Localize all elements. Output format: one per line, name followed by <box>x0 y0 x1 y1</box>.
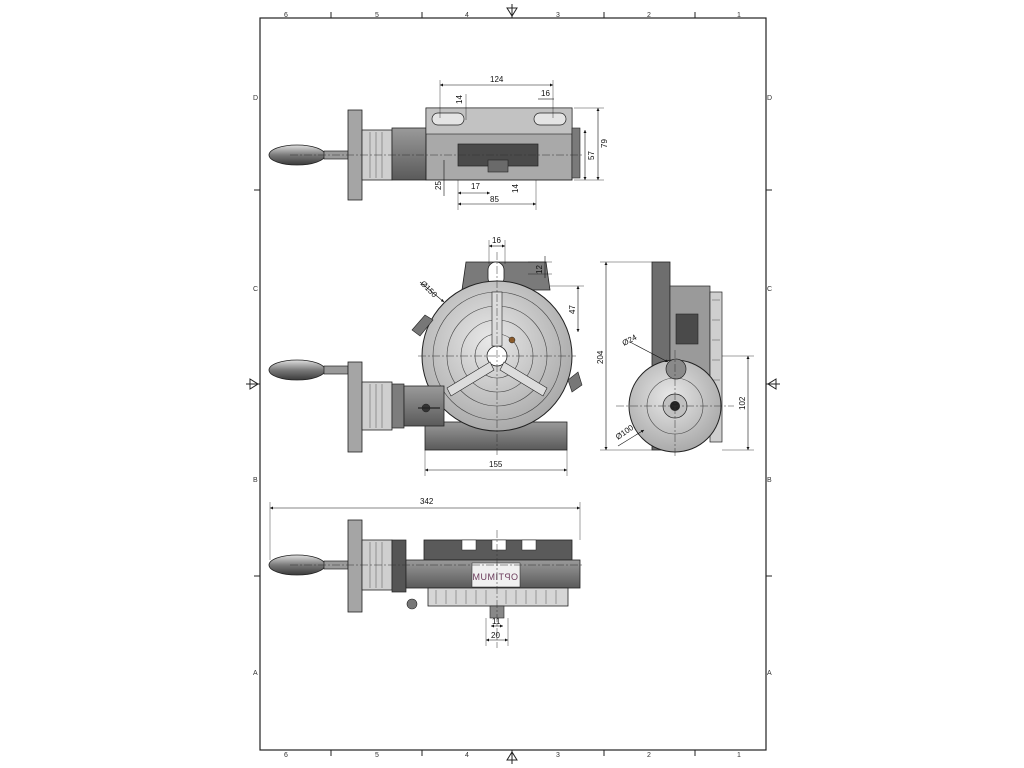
front-handwheel-disc <box>347 361 363 453</box>
zone-row-labels: D C B A D C B A <box>253 95 772 677</box>
top-worm-housing <box>391 127 427 181</box>
zone-col-top-2: 4 <box>465 12 469 19</box>
zone-col-top-4: 2 <box>647 12 651 19</box>
top-view: 124 16 14 57 79 25 17 14 85 <box>268 75 609 210</box>
brand-label: OPTIMUM <box>472 572 518 582</box>
zone-row-left-0: D <box>253 95 258 102</box>
zone-col-bottom-1: 5 <box>375 752 379 759</box>
front-view: 16 12 47 Ø150 155 204 <box>268 236 652 476</box>
bottom-view: OPTIMUM 342 11 20 <box>268 497 584 648</box>
zone-row-left-2: B <box>253 477 258 484</box>
bottom-handwheel-disc <box>347 519 363 613</box>
dim-bottom-11: 11 <box>492 617 501 626</box>
dim-front-dia150: Ø150 <box>419 279 440 300</box>
dim-top-57: 57 <box>587 151 596 160</box>
dim-front-12: 12 <box>535 265 544 274</box>
side-view: Ø24 Ø100 102 <box>614 261 754 458</box>
dim-top-14b: 14 <box>511 184 520 193</box>
dim-top-79: 79 <box>600 139 609 148</box>
zone-row-left-1: C <box>253 286 258 293</box>
dim-front-204: 204 <box>596 350 605 364</box>
zone-column-labels: 6 5 4 3 2 1 6 5 4 3 2 1 <box>284 12 741 759</box>
bottom-graduated-ring <box>427 587 569 607</box>
centering-marks <box>246 4 780 764</box>
dim-bottom-20: 20 <box>491 631 500 640</box>
zone-row-right-1: C <box>767 286 772 293</box>
zone-row-right-2: B <box>767 477 772 484</box>
zone-col-bottom-4: 2 <box>647 752 651 759</box>
dim-top-16: 16 <box>541 89 550 98</box>
dim-top-124: 124 <box>490 75 504 84</box>
zone-col-bottom-2: 4 <box>465 752 469 759</box>
zone-col-bottom-0: 6 <box>284 752 288 759</box>
dim-side-dia100: Ø100 <box>614 423 636 442</box>
zone-col-top-1: 5 <box>375 12 379 19</box>
dim-front-47: 47 <box>568 305 577 314</box>
dim-top-85: 85 <box>490 195 499 204</box>
front-scale-dial <box>361 381 393 431</box>
dim-top-25: 25 <box>434 181 443 190</box>
dim-bottom-342: 342 <box>420 497 434 506</box>
brand-plate <box>471 562 521 588</box>
dim-front-155: 155 <box>489 460 503 469</box>
zone-col-top-5: 1 <box>737 12 741 19</box>
zone-row-right-3: A <box>767 670 772 677</box>
zone-row-left-3: A <box>253 670 258 677</box>
zone-col-bottom-5: 1 <box>737 752 741 759</box>
dim-side-102: 102 <box>738 396 747 410</box>
side-knob <box>665 358 687 380</box>
dim-top-14a: 14 <box>455 95 464 104</box>
dim-top-17: 17 <box>471 182 480 191</box>
zone-col-bottom-3: 3 <box>556 752 560 759</box>
dim-front-16: 16 <box>492 236 501 245</box>
zone-ticks <box>254 12 772 756</box>
front-handle <box>268 359 349 381</box>
zone-col-top-0: 6 <box>284 12 288 19</box>
zone-row-right-0: D <box>767 95 772 102</box>
zone-col-top-3: 3 <box>556 12 560 19</box>
